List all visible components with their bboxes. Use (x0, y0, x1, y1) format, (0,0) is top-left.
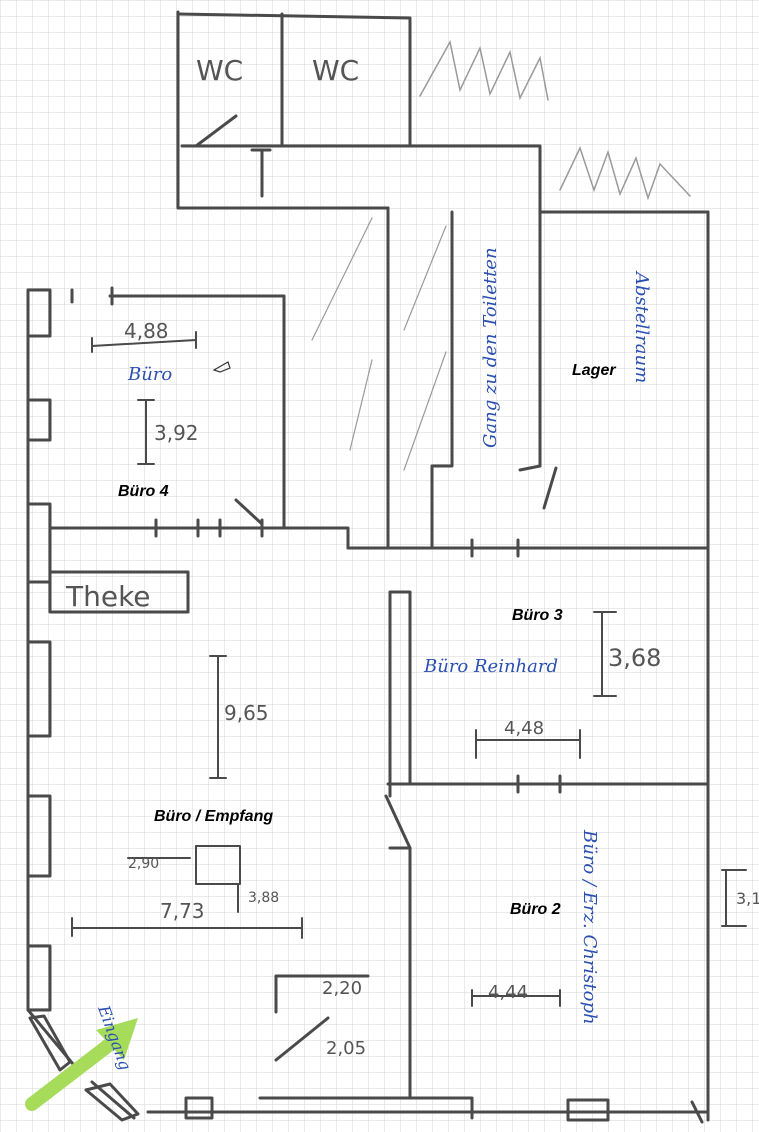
dim-31: 3,1 (736, 889, 759, 908)
stairs-hatching (419, 39, 691, 201)
corridor-hatching (311, 217, 447, 471)
wc-label-right: WC (312, 54, 359, 87)
theke-box (48, 570, 190, 614)
cursor-icon (212, 361, 231, 373)
room-label-buero3: Büro 3 (512, 607, 563, 624)
abstellraum-label: Abstellraum (631, 270, 652, 383)
dim-965: 9,65 (224, 701, 269, 725)
left-wall-windows (26, 288, 140, 1122)
dim-368: 3,68 (608, 644, 661, 672)
office-walls (184, 590, 710, 1124)
dimension-lines (71, 331, 747, 1007)
dim-488: 4,88 (124, 319, 169, 343)
buero-reinhard-label: Büro Reinhard (423, 656, 558, 677)
room-label-buero2: Büro 2 (510, 901, 561, 918)
dim-290: 2,90 (128, 856, 159, 872)
room-label-empfang: Büro / Empfang (154, 808, 273, 825)
buero4-walls (48, 286, 520, 558)
room-label-buero4: Büro 4 (118, 483, 169, 500)
corridor (386, 144, 710, 550)
entrance-arrow-icon (25, 1018, 138, 1111)
buero-erz-label: Büro / Erz. Christoph (579, 829, 600, 1025)
buero-small-label: Büro (127, 364, 172, 385)
theke-label: Theke (65, 580, 151, 613)
toilet-block (176, 10, 412, 210)
dim-220: 2,20 (322, 978, 362, 999)
dim-205: 2,05 (326, 1038, 366, 1059)
dim-773: 7,73 (160, 899, 205, 923)
dim-448: 4,48 (504, 718, 544, 739)
gang-label: Gang zu den Toiletten (480, 247, 501, 448)
dim-388: 3,88 (248, 890, 279, 906)
wc-label-left: WC (196, 54, 243, 87)
outer-walls (146, 210, 710, 1122)
dim-392: 3,92 (154, 421, 199, 445)
room-label-lager: Lager (572, 362, 616, 379)
dim-444: 4,44 (488, 982, 528, 1003)
